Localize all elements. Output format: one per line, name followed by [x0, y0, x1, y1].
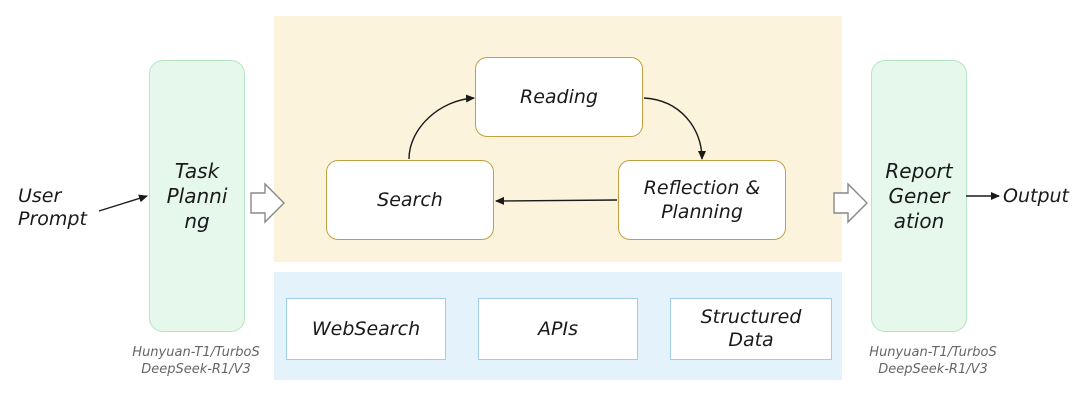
- report-generation-line1: Report: [885, 158, 953, 183]
- arrow-input-to-planning: [98, 194, 148, 212]
- block-arrow-out-of-loop: [833, 182, 868, 224]
- arrow-reading-to-reflection: [643, 97, 706, 160]
- task-planning-line1: Task: [174, 158, 220, 183]
- reflection-line1: Reflection &: [643, 177, 761, 199]
- block-arrow-into-loop: [250, 182, 285, 224]
- websearch-label: WebSearch: [311, 317, 421, 340]
- arrow-reflection-to-search: [495, 196, 618, 205]
- structured-line2: Data: [728, 329, 774, 351]
- reflection-line2: Planning: [661, 201, 743, 223]
- search-node: Search: [326, 160, 494, 240]
- websearch-tool: WebSearch: [286, 298, 446, 360]
- models-left-line2: DeepSeek-R1/V3: [141, 362, 251, 377]
- task-planning-line3: ng: [184, 208, 210, 233]
- output-label: Output: [1003, 185, 1069, 207]
- models-left-line1: Hunyuan-T1/TurboS: [132, 345, 260, 360]
- structured-data-tool: Structured Data: [670, 298, 832, 360]
- report-generation-line3: ation: [893, 208, 945, 233]
- reflection-planning-node: Reflection & Planning: [618, 160, 786, 240]
- user-prompt-line2: Prompt: [18, 208, 87, 230]
- report-generation-line2: Gener: [888, 183, 950, 208]
- task-planning-line2: Planni: [166, 183, 228, 208]
- apis-tool: APIs: [478, 298, 638, 360]
- apis-label: APIs: [538, 317, 578, 340]
- structured-line1: Structured: [700, 306, 802, 328]
- user-prompt-label: User Prompt: [18, 185, 87, 231]
- report-generation-stage: Report Gener ation: [871, 60, 967, 332]
- user-prompt-line1: User: [18, 185, 62, 207]
- models-right-line1: Hunyuan-T1/TurboS: [869, 345, 997, 360]
- models-left: Hunyuan-T1/TurboS DeepSeek-R1/V3: [108, 344, 284, 378]
- task-planning-stage: Task Planni ng: [149, 60, 245, 332]
- arrow-search-to-reading: [408, 94, 475, 160]
- reading-node: Reading: [475, 57, 643, 137]
- search-label: Search: [377, 189, 443, 211]
- models-right: Hunyuan-T1/TurboS DeepSeek-R1/V3: [845, 344, 1021, 378]
- models-right-line2: DeepSeek-R1/V3: [878, 362, 988, 377]
- reading-label: Reading: [520, 86, 598, 108]
